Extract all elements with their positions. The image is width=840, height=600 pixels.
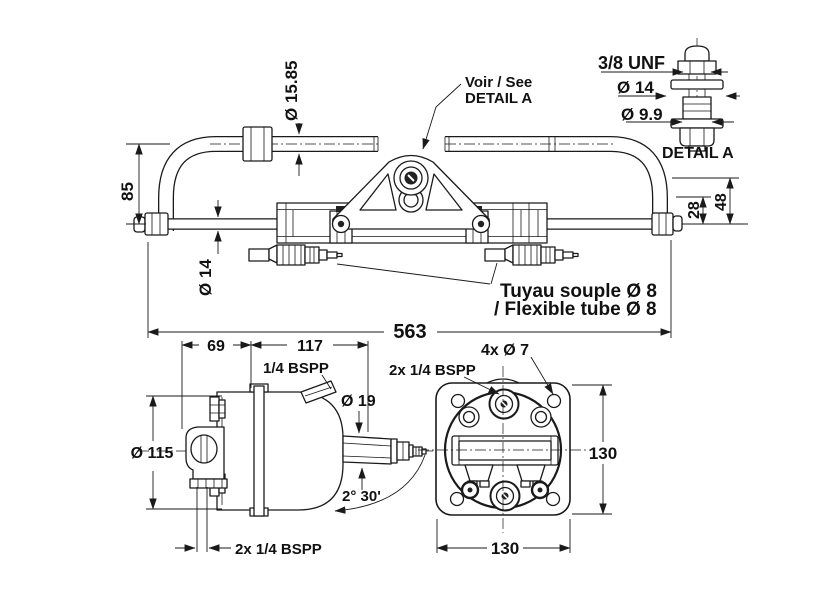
tube-adjuster-nut	[242, 126, 273, 162]
detail-a-view: 3/8 UNF Ø 14 Ø 9.9 DETAIL A	[598, 38, 740, 162]
dim-rear-height: 130	[589, 444, 617, 463]
detail-a-thread-label: 3/8 UNF	[598, 53, 665, 73]
dim-clevis-height: 48	[713, 193, 730, 211]
hose-note-fr: Tuyau souple Ø 8	[500, 281, 657, 302]
dim-overall-length: 563	[393, 321, 426, 343]
dim-body-length: 117	[297, 338, 323, 355]
detail-a-caption: DETAIL A	[662, 145, 734, 162]
dim-rod-diameter: Ø 14	[196, 259, 215, 296]
dim-shaft-angle: 2° 30'	[342, 488, 381, 505]
hose-fitting	[248, 244, 343, 266]
cylinder-side-view: Ø 15.85 85 Ø 14 28 48 563 Tuyau souple Ø…	[118, 61, 748, 343]
pump-rear-dimensions: 4x Ø 7 2x 1/4 BSPP 130 130	[389, 342, 617, 558]
mount-holes-label: 4x Ø 7	[481, 342, 529, 359]
pump-side-dimensions: 69 117 1/4 BSPP Ø 19 Ø 115 2° 30' 2x 1/4…	[131, 338, 381, 558]
dim-body-dia: Ø 115	[131, 445, 174, 462]
steering-bracket	[331, 154, 491, 234]
dim-shaft-dia: Ø 19	[341, 393, 376, 410]
pump-side-view: 69 117 1/4 BSPP Ø 19 Ø 115 2° 30' 2x 1/4…	[131, 338, 433, 558]
cylinder-dimensions: Ø 15.85 85 Ø 14 28 48 563 Tuyau souple Ø…	[118, 61, 748, 343]
pump-rear-view: 4x Ø 7 2x 1/4 BSPP 130 130	[389, 342, 617, 558]
dim-rear-width: 130	[491, 539, 519, 558]
ball-joint-right	[651, 212, 683, 236]
fill-port-label: 1/4 BSPP	[263, 360, 329, 377]
hose-note-en: / Flexible tube Ø 8	[494, 299, 657, 320]
dim-bracket-width: 69	[207, 338, 225, 355]
dim-clevis-offset: 28	[686, 201, 703, 219]
hose-leaders	[336, 262, 498, 285]
see-detail-line2: DETAIL A	[465, 90, 532, 107]
dim-bar-height: 85	[118, 182, 137, 201]
dim-tube-diameter: Ø 15.85	[282, 61, 301, 122]
detail-a-washer-dia: Ø 14	[617, 78, 654, 97]
rear-ports-label: 2x 1/4 BSPP	[389, 362, 476, 379]
bottom-ports-label: 2x 1/4 BSPP	[235, 541, 322, 558]
hose-fitting-right	[484, 244, 579, 266]
detail-a-shank-dia: Ø 9.9	[621, 105, 663, 124]
see-detail-line1: Voir / See	[465, 74, 532, 91]
see-detail-note: Voir / See DETAIL A	[422, 74, 532, 150]
